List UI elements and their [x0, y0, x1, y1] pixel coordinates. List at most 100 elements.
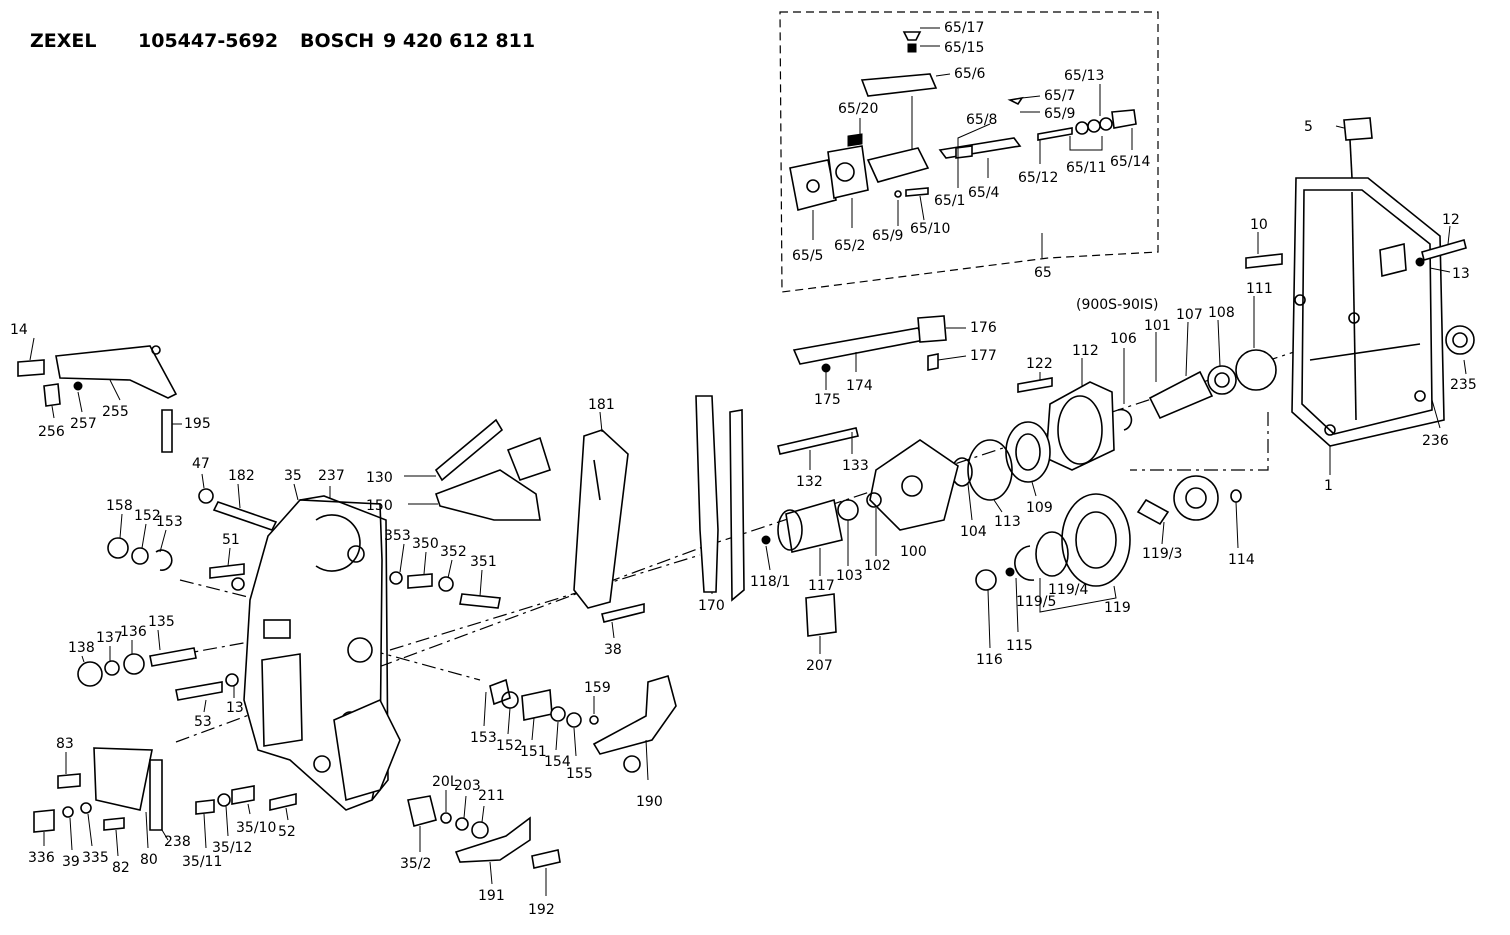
inset-border — [779, 11, 1159, 293]
callout-13-right: 13 — [1452, 266, 1470, 282]
part-175-nut — [821, 363, 831, 373]
main-leaders — [29, 125, 1467, 896]
callout-352: 352 — [440, 544, 467, 560]
callout-150: 150 — [366, 498, 393, 514]
callout-65-9-top: 65/9 — [1044, 106, 1075, 122]
levers — [573, 395, 745, 623]
part-109-bearing — [1005, 421, 1051, 483]
part-65-14-cap — [1111, 109, 1137, 129]
callout-203: 203 — [454, 778, 481, 794]
callout-108: 108 — [1208, 305, 1235, 321]
callout-53: 53 — [194, 714, 212, 730]
callout-351: 351 — [470, 554, 497, 570]
part-117-sleeve — [785, 498, 843, 553]
part-65-11-washer-b — [1087, 119, 1101, 133]
governor-housing-1 — [1245, 117, 1475, 447]
part-115-washer — [1005, 567, 1015, 577]
part-65-2-bore — [835, 162, 855, 182]
callout-211: 211 — [478, 788, 505, 804]
callout-900s: (900S-90IS) — [1076, 297, 1158, 313]
callout-152-top: 152 — [134, 508, 161, 524]
part-35-12-washer — [217, 793, 231, 807]
brand-zexel: ZEXEL — [30, 30, 97, 52]
housing-gasket-edge — [1301, 189, 1433, 435]
callout-65-9-bottom: 65/9 — [872, 228, 903, 244]
part-65-housing-block — [866, 147, 930, 183]
callout-100: 100 — [900, 544, 927, 560]
callout-82: 82 — [112, 860, 130, 876]
part-132-spring — [777, 427, 859, 455]
part-136-nut — [123, 653, 145, 675]
part-122-bolt — [1017, 377, 1053, 393]
part-108-bearing — [1207, 365, 1237, 395]
callout-14: 14 — [10, 322, 28, 338]
governor-cover-35 — [231, 495, 401, 811]
header: ZEXEL 105447-5692 BOSCH 9 420 612 811 — [30, 30, 535, 52]
callout-103: 103 — [836, 568, 863, 584]
part-211-ring — [471, 821, 489, 839]
part-65-7-screw — [1007, 96, 1024, 106]
brand-bosch: BOSCH — [300, 30, 374, 52]
callout-336: 336 — [28, 850, 55, 866]
part-158-cap — [107, 537, 129, 559]
callout-135: 135 — [148, 614, 175, 630]
callout-255: 255 — [102, 404, 129, 420]
part-154-washer — [550, 706, 566, 722]
part-191-lever — [454, 816, 531, 863]
callout-192: 192 — [528, 902, 555, 918]
part-65-10-bolt — [905, 187, 929, 197]
spring-lever-group — [434, 418, 551, 521]
callout-237: 237 — [318, 468, 345, 484]
callout-138: 138 — [68, 640, 95, 656]
part-255-lever — [55, 345, 178, 399]
part-190-lever — [592, 674, 677, 755]
part-335-washer — [80, 802, 92, 814]
part-65-11-washer-a — [1075, 121, 1089, 135]
part-235-seal — [1445, 325, 1475, 355]
part-47-plug — [198, 488, 214, 504]
callout-153-bottom: 153 — [470, 730, 497, 746]
callout-170: 170 — [698, 598, 725, 614]
part-12-bolt — [1421, 239, 1467, 261]
part-152-ring — [131, 547, 149, 565]
part-256-nut — [43, 383, 61, 407]
part-102-pin — [866, 492, 882, 508]
left-small-parts — [17, 345, 677, 869]
part-38-bolt — [601, 602, 645, 623]
part-203-washer — [455, 817, 469, 831]
callout-151: 151 — [520, 744, 547, 760]
callout-65-5: 65/5 — [792, 248, 823, 264]
housing-boss — [1379, 242, 1407, 278]
callout-51: 51 — [222, 532, 240, 548]
callout-235: 235 — [1450, 377, 1477, 393]
callout-176: 176 — [970, 320, 997, 336]
callout-65-6: 65/6 — [954, 66, 986, 82]
callout-115: 115 — [1006, 638, 1033, 654]
part-80-bracket — [93, 747, 153, 811]
callout-65-1: 65/1 — [934, 193, 965, 209]
callout-65-17: 65/17 — [944, 20, 984, 36]
callout-130: 130 — [366, 470, 393, 486]
part-13-washer-left — [225, 673, 239, 687]
callout-65-15: 65/15 — [944, 40, 984, 56]
callout-256: 256 — [38, 424, 65, 440]
callout-159: 159 — [584, 680, 611, 696]
callout-1: 1 — [1324, 478, 1333, 494]
callout-12: 12 — [1442, 212, 1460, 228]
callout-65-10: 65/10 — [910, 221, 950, 237]
part-5-plug — [1343, 117, 1373, 141]
callout-158: 158 — [106, 498, 133, 514]
inset-leaders — [812, 27, 1133, 240]
callout-102: 102 — [864, 558, 891, 574]
callout-177: 177 — [970, 348, 997, 364]
callout-119-3: 119/3 — [1142, 546, 1182, 562]
callout-104: 104 — [960, 524, 987, 540]
callout-181: 181 — [588, 397, 615, 413]
callout-80: 80 — [140, 852, 158, 868]
callout-350: 350 — [412, 536, 439, 552]
part-336-nut — [33, 809, 55, 833]
part-119-5-ring — [1014, 545, 1035, 581]
inset-assembly-65: 65 — [779, 11, 1159, 293]
part-352-nut — [438, 576, 454, 592]
callout-83: 83 — [56, 736, 74, 752]
